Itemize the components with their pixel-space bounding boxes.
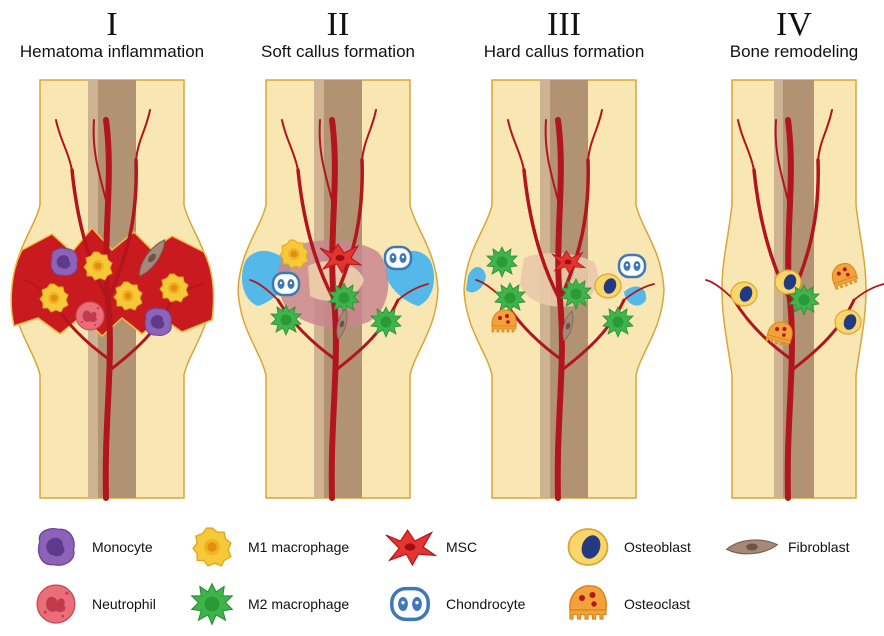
stage-2-numeral: II [326, 6, 350, 43]
legend-label-m1-macrophage: M1 macrophage [248, 539, 350, 555]
stage-1-numeral: I [106, 6, 118, 43]
osteoblast-icon [567, 528, 609, 566]
stage-2-label: Soft callus formation [260, 42, 415, 61]
legend-label-chondrocyte: Chondrocyte [446, 596, 526, 612]
stage-2-bone [237, 79, 439, 498]
stage-1-label: Hematoma inflammation [19, 42, 205, 61]
legend-label-m2-macrophage: M2 macrophage [248, 596, 350, 612]
stage-4-title: IV Bone remodeling [684, 8, 884, 62]
stage-1-title: I Hematoma inflammation [2, 8, 222, 62]
legend-label-osteoclast: Osteoclast [624, 596, 691, 612]
stage-2-title: II Soft callus formation [228, 8, 448, 62]
legend-label-monocyte: Monocyte [92, 539, 153, 555]
legend-label-neutrophil: Neutrophil [92, 596, 156, 612]
legend-label-msc: MSC [446, 539, 478, 555]
stage-3-bone [463, 79, 665, 498]
stage-3-numeral: III [547, 6, 581, 43]
stage-1-bone [10, 79, 215, 498]
msc-icon [385, 529, 436, 566]
stage-4-bone [706, 79, 884, 498]
stage-4-numeral: IV [776, 6, 812, 43]
osteoclast-icon [569, 585, 608, 620]
stage-3-label: Hard callus formation [483, 42, 645, 61]
legend-label-osteoblast: Osteoblast [624, 539, 691, 555]
stage-3-title: III Hard callus formation [454, 8, 674, 62]
chondrocyte-icon [390, 586, 430, 622]
m2-macrophage-icon [191, 583, 233, 625]
stage-4-label: Bone remodeling [729, 42, 859, 61]
legend-label-fibroblast: Fibroblast [788, 539, 850, 555]
fibroblast-icon [726, 539, 778, 555]
neutrophil-icon [36, 584, 76, 624]
monocyte-icon [37, 527, 75, 566]
m1-macrophage-icon [192, 527, 232, 567]
